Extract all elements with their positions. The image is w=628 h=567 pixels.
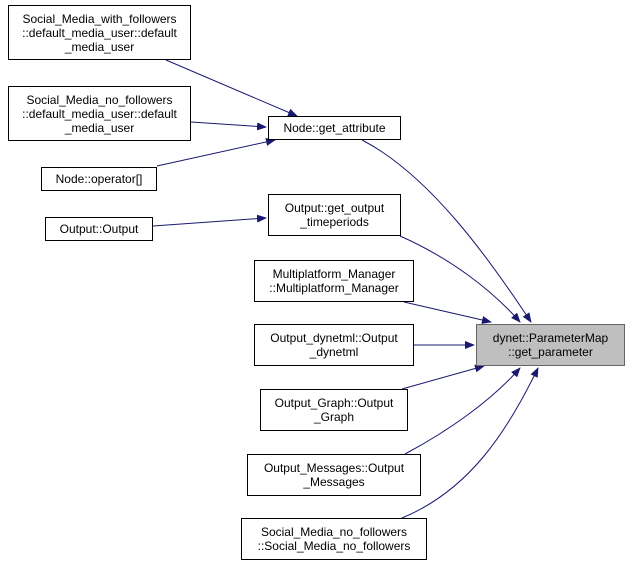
node-multiplatform-manager[interactable]: Multiplatform_Manager ::Multiplatform_Ma… [254, 260, 414, 302]
node-parameter-map-get-parameter: dynet::ParameterMap ::get_parameter [476, 324, 625, 366]
edge-smnf-default-to-get-attribute [190, 121, 267, 131]
edge-get-output-to-get-parameter [399, 235, 521, 323]
node-line: Output::Output [59, 222, 139, 236]
edge-output-to-get-output [152, 214, 267, 227]
edge-graph-to-get-parameter [401, 364, 485, 390]
node-output-messages[interactable]: Output_Messages::Output _Messages [247, 454, 421, 496]
edge-smf-default-to-get-attribute [165, 59, 298, 117]
node-line: Node::get_attribute [283, 121, 386, 135]
node-node-operator[interactable]: Node::operator[] [41, 167, 157, 191]
node-line: ::Multiplatform_Manager [269, 281, 399, 295]
node-line: _timeperiods [300, 215, 369, 229]
node-line: _media_user [64, 120, 135, 135]
node-social-media-with-followers-default-media-user[interactable]: Social_Media_with_followers ::default_me… [8, 5, 191, 60]
node-output-graph[interactable]: Output_Graph::Output _Graph [260, 389, 408, 431]
node-line: Output_dynetml::Output [270, 331, 398, 345]
node-social-media-no-followers-default-media-user[interactable]: Social_Media_no_followers ::default_medi… [8, 86, 191, 141]
node-line: ::Social_Media_no_followers [257, 539, 411, 553]
edge-get-attribute-to-get-parameter [361, 139, 532, 323]
node-line: _dynetml [309, 345, 359, 359]
node-line: Social_Media_no_followers [260, 525, 408, 539]
node-line: Social_Media_no_followers [26, 92, 173, 107]
node-line: _Messages [303, 475, 365, 489]
node-line: ::default_media_user::default [22, 106, 177, 121]
node-line: Social_Media_with_followers [22, 11, 177, 26]
node-social-media-no-followers-constructor[interactable]: Social_Media_no_followers ::Social_Media… [241, 518, 427, 560]
node-line: ::default_media_user::default [22, 25, 177, 40]
node-line: ::get_parameter [508, 345, 593, 359]
node-output-dynetml[interactable]: Output_dynetml::Output _dynetml [254, 324, 414, 366]
node-line: Node::operator[] [55, 172, 143, 186]
edge-smnf-ctor-to-get-parameter [401, 367, 539, 519]
node-line: Output_Messages::Output [263, 461, 405, 475]
node-output-get-output-timeperiods[interactable]: Output::get_output _timeperiods [268, 194, 401, 236]
node-line: Output::get_output [284, 201, 385, 215]
node-line: _Graph [313, 410, 355, 424]
node-output-output[interactable]: Output::Output [45, 217, 153, 241]
edge-multiplatform-to-get-parameter [403, 301, 492, 324]
edge-operator-to-get-attribute [156, 138, 276, 167]
node-line: Multiplatform_Manager [272, 267, 396, 281]
edge-messages-to-get-parameter [404, 367, 521, 455]
node-line: _media_user [64, 39, 135, 54]
node-node-get-attribute[interactable]: Node::get_attribute [268, 116, 401, 140]
node-line: dynet::ParameterMap [492, 331, 609, 345]
node-line: Output_Graph::Output [274, 396, 394, 410]
